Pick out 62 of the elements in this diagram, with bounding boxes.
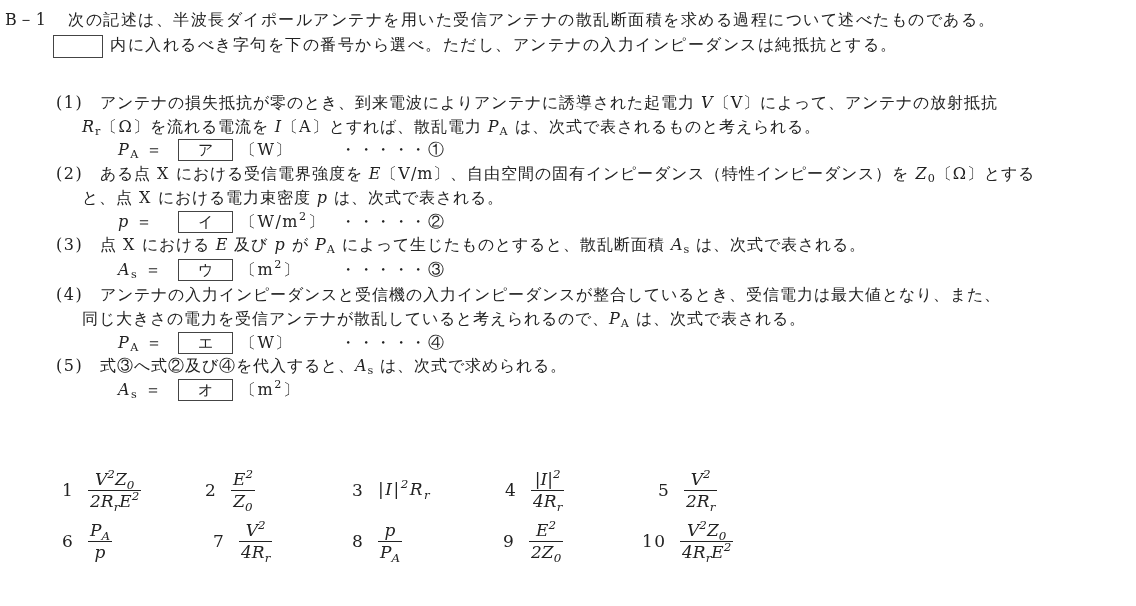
equation-number: ・・・・・② <box>340 211 445 233</box>
sentence: 内に入れるべき字句を下の番号から選べ。ただし、アンテナの入力インピーダンスは純抵抗とする。 <box>110 34 898 56</box>
equation-number: ・・・・・① <box>340 139 445 161</box>
equation-left: p ＝ <box>118 211 154 233</box>
formula: |I|$^{2}$R$_{r}$ <box>378 477 432 501</box>
equation-left: A$_{s}$ ＝ <box>118 259 163 282</box>
item-number: (3) <box>56 234 84 256</box>
choice-number: 1 <box>62 479 75 502</box>
numerator: P$_{A}$ <box>88 520 113 542</box>
unit: 〔W/m$^{2}$〕 <box>240 210 326 233</box>
question-text: ある点 X における受信電界強度を E〔V/m〕、自由空間の固有インピーダンス（特性インピーダンス）を Z$_{0}$〔Ω〕とすると、点 X における電力束密度 p は、次式で表される。 <box>82 163 1037 209</box>
denominator: 4R$_{r}$ <box>532 491 564 512</box>
answer-box: ア <box>178 139 233 161</box>
numerator: E$^{2}$ <box>529 520 564 542</box>
choice-number: 9 <box>503 530 516 553</box>
denominator: 2Z$_{0}$ <box>530 542 563 563</box>
numerator: V$^{2}$Z$_{0}$ <box>680 520 734 542</box>
denominator: 2R$_{r}$E$^{2}$ <box>89 491 141 512</box>
equation-number: ・・・・・③ <box>340 259 445 281</box>
choice-number: 2 <box>205 479 218 502</box>
numerator: p <box>378 520 403 542</box>
numerator: V$^{2}$ <box>684 469 718 491</box>
unit: 〔m$^{2}$〕 <box>240 378 301 401</box>
denominator: Z$_{0}$ <box>232 491 254 512</box>
answer-box <box>53 35 103 58</box>
numerator: |I|$^{2}$ <box>531 469 565 491</box>
numerator: V$^{2}$Z$_{0}$ <box>88 469 142 491</box>
problem-number: B－1 <box>5 9 48 31</box>
question-text: アンテナの入力インピーダンスと受信機の入力インピーダンスが整合しているとき、受信電力は最大値となり、また、同じ大きさの電力を受信アンテナが散乱していると考えられるので、P$_{A}$ は、次式で表される。 <box>82 284 1002 331</box>
denominator: P$_{A}$ <box>379 542 402 563</box>
equation-left: P$_{A}$ ＝ <box>118 332 164 355</box>
unit: 〔W〕 <box>240 139 293 161</box>
question-text: 点 X における E 及び p が P$_{A}$ によって生じたものとすると、散乱断面積 A$_{s}$ は、次式で表される。 <box>99 234 868 257</box>
question-text: 式③へ式②及び④を代入すると、A$_{s}$ は、次式で求められる。 <box>99 355 569 378</box>
sentence: 次の記述は、半波長ダイポールアンテナを用いた受信アンテナの散乱断面積を求める過程について述べたものである。 <box>68 9 996 31</box>
item-number: (4) <box>56 284 84 306</box>
denominator: 4R$_{r}$ <box>240 542 272 563</box>
choice-number: 5 <box>658 479 671 502</box>
answer-box: エ <box>178 332 233 354</box>
answer-box: イ <box>178 211 233 233</box>
unit: 〔W〕 <box>240 332 293 354</box>
item-number: (2) <box>56 163 84 185</box>
choice-number: 8 <box>352 530 365 553</box>
choice-number: 3 <box>352 479 365 502</box>
choice-number: 4 <box>505 479 518 502</box>
choice-number: 10 <box>642 530 667 553</box>
item-number: (1) <box>56 92 84 114</box>
numerator: V$^{2}$ <box>239 520 273 542</box>
answer-box: ウ <box>178 259 233 281</box>
choice-number: 7 <box>213 530 226 553</box>
denominator: 2R$_{r}$ <box>685 491 717 512</box>
denominator: p <box>93 542 107 563</box>
equation-left: P$_{A}$ ＝ <box>118 139 164 162</box>
choice-number: 6 <box>62 530 75 553</box>
item-number: (5) <box>56 355 84 377</box>
denominator: 4R$_{r}$E$^{2}$ <box>681 542 733 563</box>
equation-left: A$_{s}$ ＝ <box>118 379 163 402</box>
equation-number: ・・・・・④ <box>340 332 445 354</box>
numerator: E$^{2}$ <box>231 469 255 491</box>
unit: 〔m$^{2}$〕 <box>240 258 301 281</box>
answer-box: オ <box>178 379 233 401</box>
question-text: アンテナの損失抵抗が零のとき、到来電波によりアンテナに誘導された起電力 V〔V〕によって、アンテナの放射抵抗 R$_{r}$〔Ω〕を流れる電流を I〔A〕とすれば、散乱電力 P$_{A}$ は、次式で表されるものと考えられる。 <box>82 92 1000 139</box>
